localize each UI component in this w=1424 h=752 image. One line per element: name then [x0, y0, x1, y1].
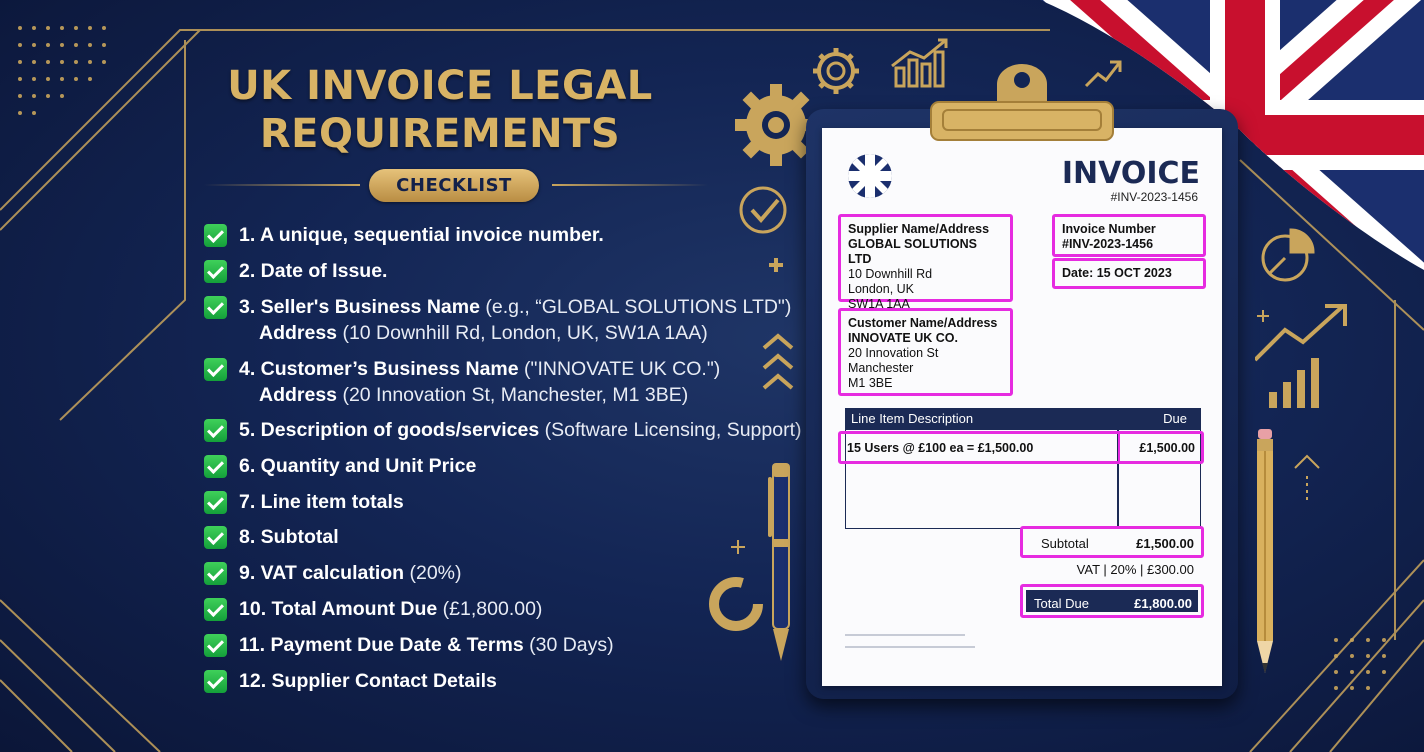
item-label: 12. Supplier Contact Details: [239, 670, 497, 692]
checkmark-icon: [204, 224, 227, 247]
subtotal-label: Subtotal: [1041, 536, 1089, 551]
checkmark-icon: [204, 562, 227, 585]
footer-line: [845, 634, 965, 636]
title-line-1: UK INVOICE LEGAL: [227, 63, 653, 109]
supplier-line2: London, UK: [848, 282, 915, 296]
item-detail: (e.g., “GLOBAL SOLUTIONS LTD"): [479, 296, 792, 318]
item-label: 3. Seller's Business Name: [239, 296, 480, 318]
row-separator: [1118, 431, 1120, 464]
column-due: Due: [1163, 411, 1187, 426]
gear-icon: [735, 48, 859, 234]
supplier-name: GLOBAL SOLUTIONS LTD: [848, 237, 977, 266]
checkmark-icon: [204, 358, 227, 381]
customer-box: Customer Name/Address INNOVATE UK CO. 20…: [838, 308, 1013, 396]
item-detail-2: (20 Innovation St, Manchester, M1 3BE): [337, 384, 689, 406]
checkmark-icon: [204, 296, 227, 319]
item-detail: ("INNOVATE UK CO."): [518, 358, 721, 380]
donut-icon: [709, 540, 763, 631]
customer-line1: 20 Innovation St: [848, 346, 939, 360]
footer-line: [845, 646, 975, 648]
total-due-value: £1,800.00: [1134, 596, 1192, 611]
date-box: Date: 15 OCT 2023: [1052, 258, 1206, 289]
checklist-badge: CHECKLIST: [369, 169, 539, 202]
invoice-number-header: #INV-2023-1456: [1110, 190, 1198, 204]
customer-line2: Manchester: [848, 361, 914, 375]
item-detail: (20%): [404, 562, 462, 584]
column-description: Line Item Description: [851, 411, 974, 426]
table-column-divider: [1117, 430, 1119, 528]
item-label: 11. Payment Due Date & Terms: [239, 634, 524, 656]
page-title: UK INVOICE LEGAL REQUIREMENTS: [160, 62, 720, 158]
row-due: £1,500.00: [1139, 441, 1195, 455]
checkmark-icon: [204, 526, 227, 549]
checkmark-icon: [204, 491, 227, 514]
divider-left: [204, 184, 360, 186]
invoice-number-heading: Invoice Number: [1062, 222, 1156, 236]
divider-right: [552, 184, 708, 186]
chevron-up-icon: [762, 258, 794, 390]
invoice-number-value: #INV-2023-1456: [1062, 237, 1154, 251]
item-detail: (£1,800.00): [437, 598, 543, 620]
uk-flag-emblem-icon: [848, 154, 892, 198]
subtotal-box: Subtotal £1,500.00: [1020, 526, 1204, 558]
row-description: 15 Users @ £100 ea = £1,500.00: [847, 441, 1034, 455]
checkmark-icon: [204, 634, 227, 657]
checkmark-icon: [204, 419, 227, 442]
supplier-line1: 10 Downhill Rd: [848, 267, 933, 281]
checkmark-icon: [204, 260, 227, 283]
item-label: 6. Quantity and Unit Price: [239, 455, 477, 477]
vat-line: VAT | 20% | £300.00: [1076, 562, 1194, 577]
pen-icon: [768, 463, 790, 661]
table-header: Line Item Description Due: [845, 408, 1201, 430]
item-label: 7. Line item totals: [239, 491, 404, 513]
customer-heading: Customer Name/Address: [848, 316, 998, 330]
item-label: 8. Subtotal: [239, 526, 339, 548]
checkmark-icon: [204, 670, 227, 693]
item-label: 5. Description of goods/services: [239, 419, 540, 441]
pie-chart-icon: [1255, 228, 1347, 500]
checkmark-icon: [204, 455, 227, 478]
table-row: 15 Users @ £100 ea = £1,500.00 £1,500.00: [838, 431, 1204, 464]
item-label-2: Address: [259, 322, 338, 344]
item-label: 1. A unique, sequential invoice number.: [239, 224, 604, 246]
clipboard-clip-icon: [930, 64, 1114, 141]
item-label: 9. VAT calculation: [239, 562, 405, 584]
title-line-2: REQUIREMENTS: [259, 111, 621, 157]
supplier-box: Supplier Name/Address GLOBAL SOLUTIONS L…: [838, 214, 1013, 311]
supplier-heading: Supplier Name/Address: [848, 222, 990, 236]
item-detail: (30 Days): [523, 634, 614, 656]
invoice-number-box: Invoice Number #INV-2023-1456: [1052, 214, 1206, 257]
total-due-label: Total Due: [1034, 596, 1089, 611]
item-label-2: Address: [259, 384, 338, 406]
item-detail: (Software Licensing, Support): [539, 419, 802, 441]
subtotal-value: £1,500.00: [1136, 536, 1194, 551]
customer-name: INNOVATE UK CO.: [848, 331, 958, 345]
checkmark-icon: [204, 598, 227, 621]
customer-line3: M1 3BE: [848, 376, 893, 390]
pencil-icon: [1257, 429, 1273, 673]
item-label: 10. Total Amount Due: [239, 598, 438, 620]
item-label: 4. Customer’s Business Name: [239, 358, 519, 380]
trend-arrow-icon: [1084, 60, 1122, 88]
supplier-line3: SW1A 1AA: [848, 297, 910, 311]
total-due-box: Total Due £1,800.00: [1020, 584, 1204, 618]
invoice-title: INVOICE: [1061, 156, 1200, 191]
bar-chart-icon: [891, 38, 948, 88]
item-detail-2: (10 Downhill Rd, London, UK, SW1A 1AA): [337, 322, 708, 344]
item-label: 2. Date of Issue.: [239, 260, 388, 282]
invoice-date: Date: 15 OCT 2023: [1062, 266, 1172, 280]
